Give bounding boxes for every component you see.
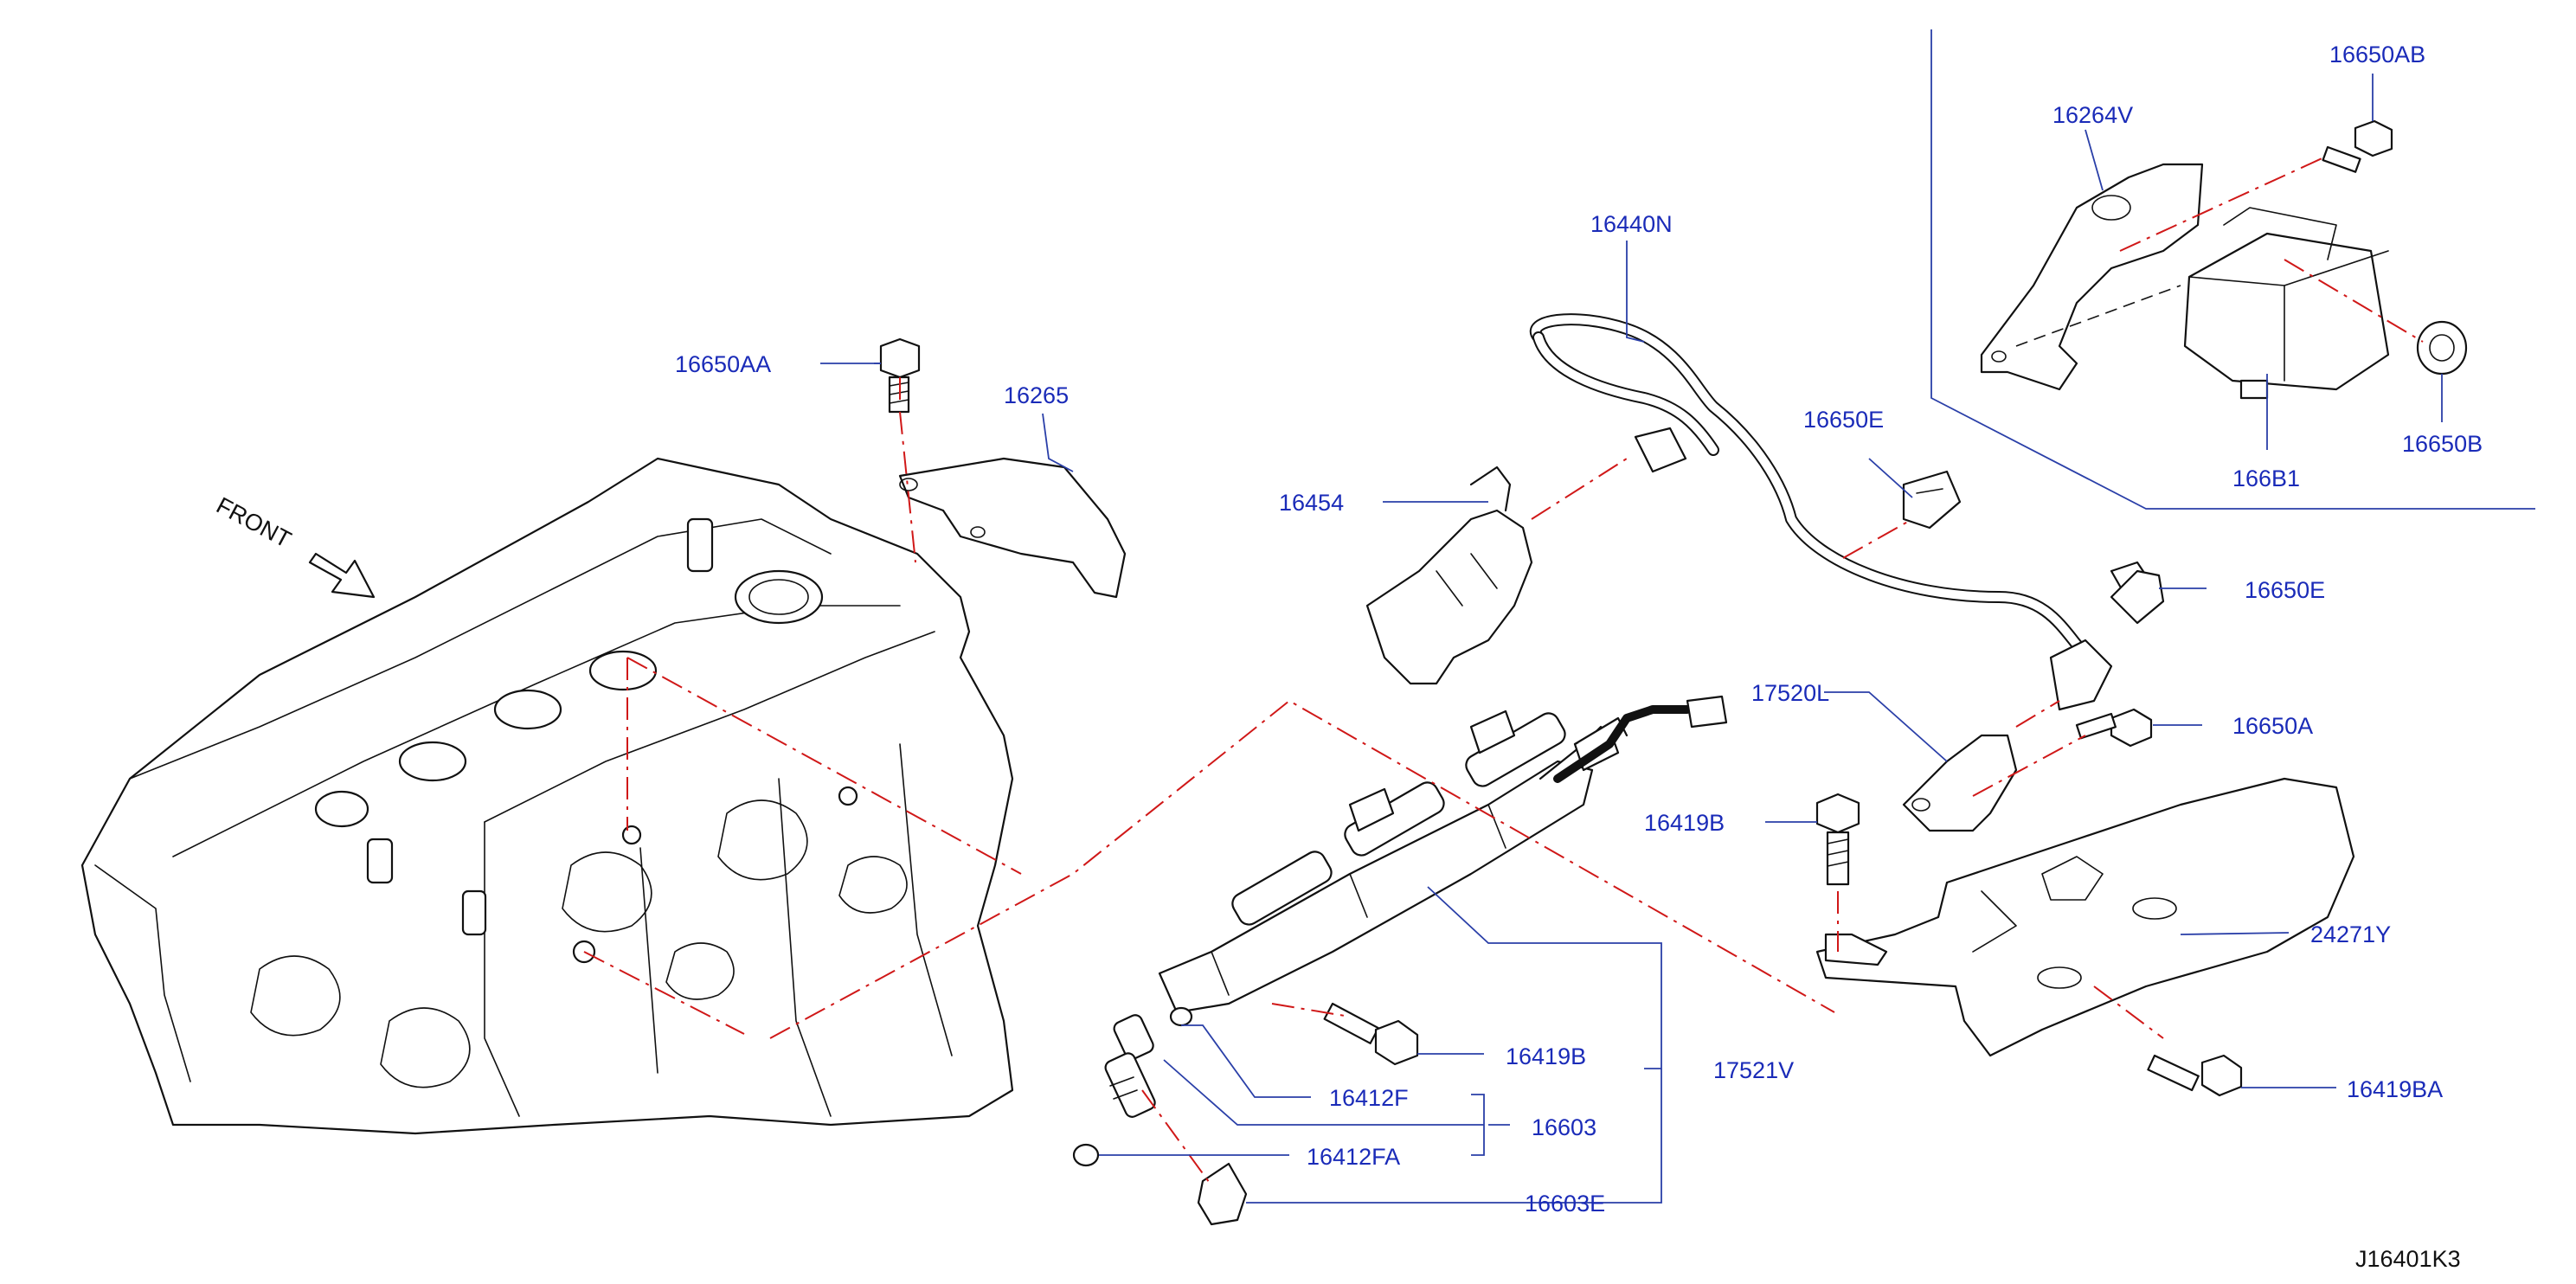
bracket-16454-illustration bbox=[1365, 465, 1533, 685]
bolt-16419B-lower-illustration bbox=[1323, 1002, 1419, 1066]
clip-16650E-upper-illustration bbox=[1902, 470, 1962, 530]
callout-16440N: 16440N bbox=[1590, 211, 1673, 237]
callout-16419B-upper: 16419B bbox=[1644, 810, 1725, 836]
callout-16650B: 16650B bbox=[2402, 431, 2483, 457]
heat-shield-24271Y-illustration bbox=[1815, 777, 2355, 1057]
clip-16603E-illustration bbox=[1197, 1162, 1248, 1226]
callout-16603: 16603 bbox=[1532, 1114, 1596, 1140]
callout-16412FA: 16412FA bbox=[1307, 1144, 1400, 1170]
callout-16650AA: 16650AA bbox=[675, 351, 771, 377]
bolt-16650AA-illustration bbox=[879, 337, 921, 414]
bolt-16650AB-illustration bbox=[2322, 119, 2393, 173]
callout-166B1: 166B1 bbox=[2232, 465, 2300, 491]
bolt-16419BA-illustration bbox=[2147, 1054, 2243, 1097]
callout-labels: 16650AB 16264V 16650B 166B1 16440N 16650… bbox=[675, 42, 2483, 1217]
nut-16650B-illustration bbox=[2416, 320, 2468, 376]
fuel-hose-16440N-illustration bbox=[1529, 313, 2156, 711]
callout-17520L: 17520L bbox=[1751, 680, 1829, 706]
alignment-lines bbox=[583, 155, 2424, 1186]
callout-24271Y: 24271Y bbox=[2310, 921, 2391, 947]
bolt-16650A-illustration bbox=[2075, 708, 2153, 748]
diagram-code: J16401K3 bbox=[2355, 1246, 2461, 1272]
callout-16650AB: 16650AB bbox=[2329, 42, 2425, 67]
bracket-16264V-illustration bbox=[1980, 163, 2204, 391]
callout-16265: 16265 bbox=[1004, 382, 1069, 408]
callout-17521V: 17521V bbox=[1713, 1057, 1794, 1083]
inset-frame bbox=[1930, 29, 2535, 510]
bolt-16419B-upper-illustration bbox=[1815, 793, 1860, 886]
module-166B1-illustration bbox=[2183, 207, 2390, 400]
callout-16412F: 16412F bbox=[1329, 1085, 1409, 1111]
callout-16650A: 16650A bbox=[2232, 713, 2313, 739]
callout-16603E: 16603E bbox=[1525, 1191, 1605, 1217]
bracket-17520L-illustration bbox=[1902, 734, 2018, 832]
callout-16419BA: 16419BA bbox=[2347, 1076, 2443, 1102]
front-arrow-icon: FRONT bbox=[212, 492, 376, 599]
callout-16650E-mid: 16650E bbox=[2245, 577, 2325, 603]
leader-lines bbox=[820, 74, 2443, 1204]
front-label: FRONT bbox=[212, 492, 295, 553]
cylinder-head-illustration bbox=[80, 457, 1014, 1135]
callout-16650E-upper: 16650E bbox=[1803, 407, 1884, 433]
callout-16419B-lower: 16419B bbox=[1506, 1043, 1586, 1069]
fuel-rail-17521V-illustration bbox=[1158, 695, 1728, 1014]
callout-16454: 16454 bbox=[1279, 490, 1344, 516]
callout-16264V: 16264V bbox=[2052, 102, 2133, 128]
injector-16603-illustration bbox=[1072, 1006, 1193, 1167]
